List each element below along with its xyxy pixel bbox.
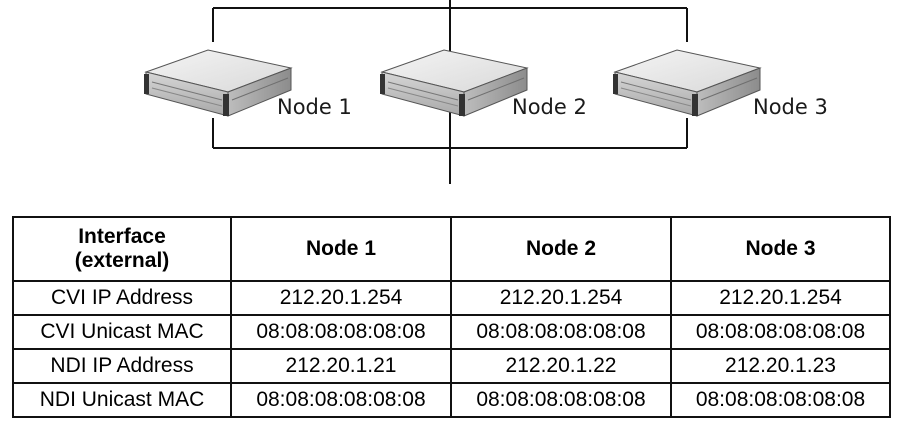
row-label: CVI IP Address bbox=[12, 280, 232, 316]
table-row: CVI Unicast MAC 08:08:08:08:08:08 08:08:… bbox=[12, 314, 891, 350]
table-cell: 212.20.1.21 bbox=[230, 348, 452, 384]
header-interface-line: Interface bbox=[78, 225, 166, 248]
row-label: NDI IP Address bbox=[12, 348, 232, 384]
node-3-server-icon bbox=[612, 49, 761, 117]
table-cell: 08:08:08:08:08:08 bbox=[670, 314, 891, 350]
address-table: Interface(external) Node 1 Node 2 Node 3… bbox=[12, 216, 891, 418]
node-1-label: Node 1 bbox=[277, 95, 352, 119]
table-cell: 212.20.1.23 bbox=[670, 348, 891, 384]
table-row: NDI IP Address 212.20.1.21 212.20.1.22 2… bbox=[12, 348, 891, 384]
interface-address-table: Interface(external) Node 1 Node 2 Node 3… bbox=[12, 216, 891, 418]
table-row: CVI IP Address 212.20.1.254 212.20.1.254… bbox=[12, 280, 891, 316]
header-node-3: Node 3 bbox=[670, 216, 891, 282]
table-cell: 212.20.1.22 bbox=[450, 348, 672, 384]
cluster-network-diagram: Node 1 Node 2 Node 3 bbox=[143, 0, 828, 184]
table-cell: 08:08:08:08:08:08 bbox=[450, 382, 672, 418]
table-cell: 212.20.1.254 bbox=[450, 280, 672, 316]
row-label: CVI Unicast MAC bbox=[12, 314, 232, 350]
table-cell: 212.20.1.254 bbox=[670, 280, 891, 316]
table-header-row: Interface(external) Node 1 Node 2 Node 3 bbox=[12, 216, 891, 282]
row-label: NDI Unicast MAC bbox=[12, 382, 232, 418]
table-cell: 08:08:08:08:08:08 bbox=[230, 382, 452, 418]
table-cell: 08:08:08:08:08:08 bbox=[230, 314, 452, 350]
table-row: NDI Unicast MAC 08:08:08:08:08:08 08:08:… bbox=[12, 382, 891, 418]
node-1-server-icon bbox=[143, 49, 292, 117]
table-cell: 212.20.1.254 bbox=[230, 280, 452, 316]
node-3-label: Node 3 bbox=[753, 95, 828, 119]
header-interface-line: (external) bbox=[74, 249, 170, 272]
header-interface: Interface(external) bbox=[12, 216, 232, 282]
node-2-server-icon bbox=[379, 49, 528, 117]
node-2-label: Node 2 bbox=[512, 95, 587, 119]
header-node-2: Node 2 bbox=[450, 216, 672, 282]
table-cell: 08:08:08:08:08:08 bbox=[670, 382, 891, 418]
table-cell: 08:08:08:08:08:08 bbox=[450, 314, 672, 350]
header-node-1: Node 1 bbox=[230, 216, 452, 282]
